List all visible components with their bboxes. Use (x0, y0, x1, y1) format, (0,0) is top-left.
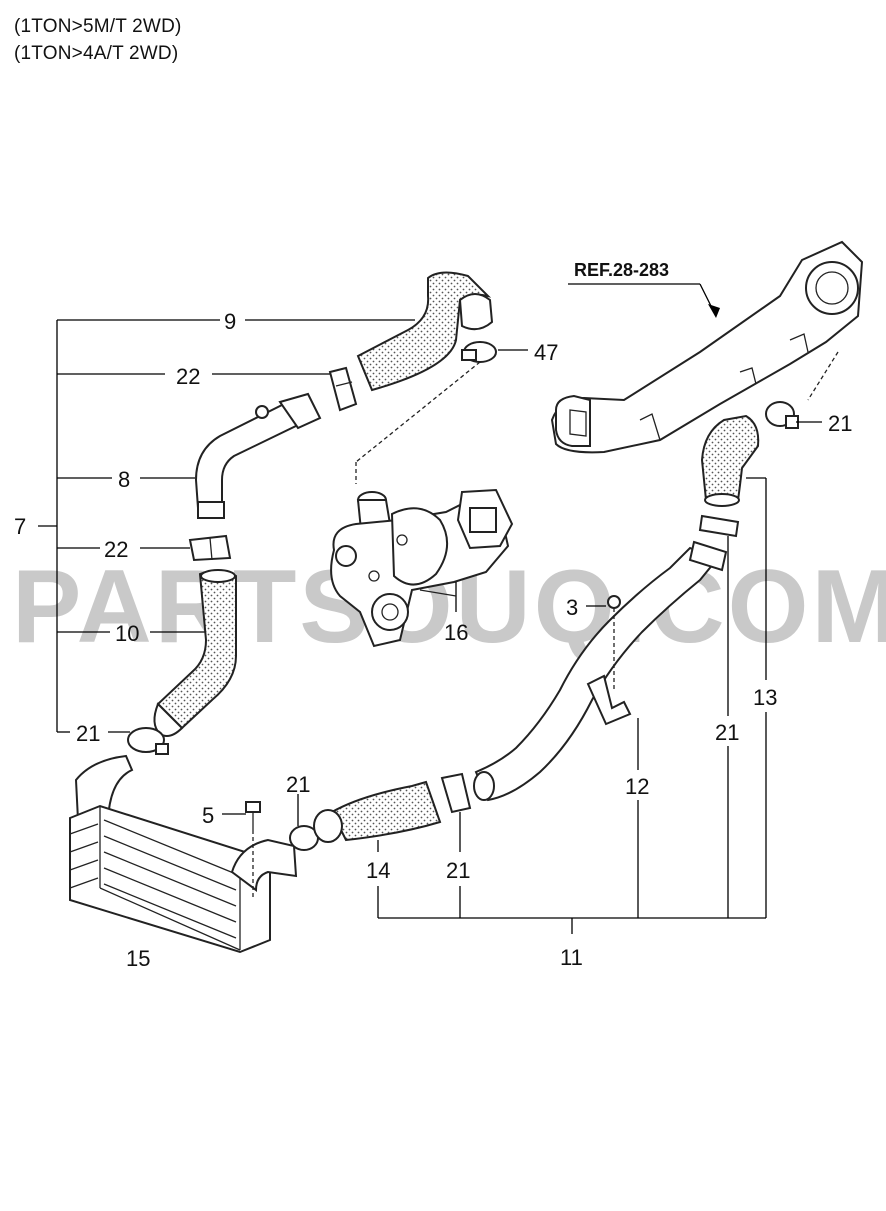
bracket-11-leaders (377, 477, 767, 934)
clamp-21-intercooler (127, 727, 169, 755)
clamp-21-upper-right (765, 401, 822, 429)
clamp-21-hose14-right (440, 772, 472, 852)
clamp-22-lower (188, 534, 232, 562)
manifold-reference (550, 240, 864, 454)
callout-21-right: 21 (715, 720, 739, 745)
callout-10: 10 (115, 621, 139, 646)
callout-22-upper: 22 (176, 364, 200, 389)
bolt-3 (586, 595, 621, 690)
hose-14 (313, 780, 442, 852)
callout-22-lower: 22 (104, 537, 128, 562)
callout-15: 15 (126, 946, 150, 971)
intercooler-15 (69, 754, 298, 954)
callout-11: 11 (560, 945, 583, 970)
callout-21-intercooler: 21 (76, 721, 100, 746)
pipe-12 (473, 540, 728, 802)
callout-8: 8 (118, 467, 130, 492)
hose-13 (700, 414, 760, 507)
callout-16: 16 (444, 620, 468, 645)
callout-21-upper-right: 21 (828, 411, 852, 436)
callout-9: 9 (224, 309, 236, 334)
callout-21-mid: 21 (446, 858, 470, 883)
callout-47: 47 (534, 340, 558, 365)
callout-7: 7 (14, 514, 26, 539)
model-heading-automatic: (1TON>4A/T 2WD) (14, 43, 179, 64)
callout-13: 13 (753, 685, 777, 710)
bracket-7-leaders (38, 319, 415, 733)
clamp-21-pipe12 (698, 514, 740, 538)
model-heading-manual: (1TON>5M/T 2WD) (14, 16, 182, 37)
callout-5: 5 (202, 803, 214, 828)
bolt-5 (222, 801, 261, 900)
reference-label: REF.28-283 (574, 260, 669, 280)
callout-21-left: 21 (286, 772, 310, 797)
clamp-47 (355, 341, 528, 484)
callout-14: 14 (366, 858, 390, 883)
clamp-22-upper (328, 366, 358, 412)
hose-9 (356, 271, 494, 392)
callout-12: 12 (625, 774, 649, 799)
pipe-8 (194, 392, 322, 519)
turbocharger-16 (330, 488, 514, 648)
callout-3: 3 (566, 595, 578, 620)
